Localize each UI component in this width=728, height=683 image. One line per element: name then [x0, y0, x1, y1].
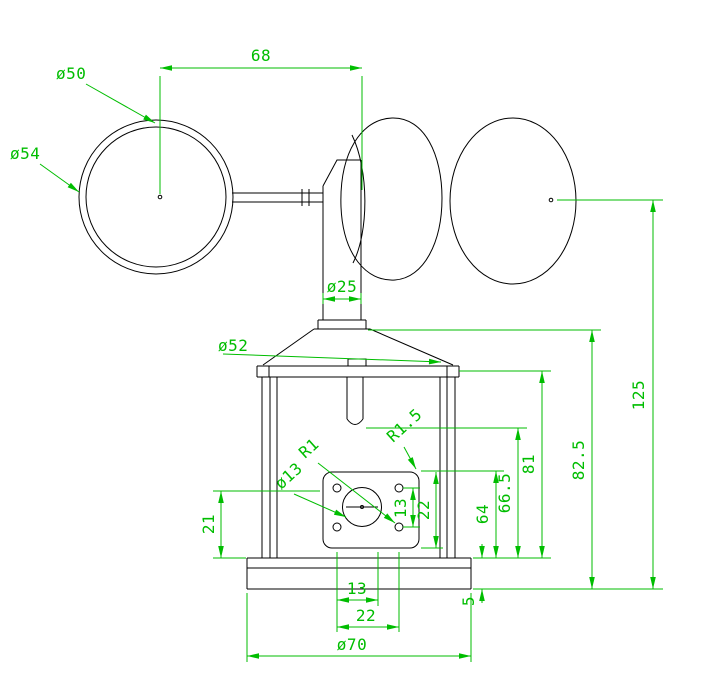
dim-corner-hole-radius-label: R1 — [295, 434, 323, 462]
dim-inner-shaft-height-label: 66.5 — [495, 473, 514, 514]
dim-upper-body-height-label: 82.5 — [569, 440, 588, 481]
corner-hole-top-left — [332, 483, 342, 493]
middle-cup-outline — [340, 117, 443, 281]
anemometer-view — [78, 117, 577, 590]
base-plate — [246, 557, 472, 590]
dim-cup-spacing: 68 — [159, 46, 363, 194]
support-arm — [232, 189, 323, 206]
dimension-annotations: 68 ø50 ø54 ø25 ø52 125 — [10, 46, 663, 662]
mounting-plate — [322, 471, 420, 549]
dim-overall-height: 125 — [473, 199, 663, 590]
corner-hole-bottom-right — [394, 522, 404, 532]
dim-base-plate-thickness: 5 — [459, 544, 485, 606]
dim-flange-diameter-label: ø52 — [218, 336, 248, 355]
right-cup-center-mark — [548, 197, 554, 203]
dim-plate-height-label: 22 — [414, 500, 433, 520]
dim-plate-top-height-label: 64 — [473, 504, 492, 524]
dim-plate-height: 22 — [414, 472, 443, 549]
dim-plate-side-offset: 21 — [199, 490, 320, 559]
corner-hole-top-right — [394, 483, 404, 493]
dim-base-diameter: ø70 — [246, 593, 472, 662]
dim-base-diameter-label: ø70 — [337, 635, 367, 654]
corner-hole-bottom-left — [332, 522, 342, 532]
left-cup-outer-circle — [78, 119, 234, 275]
middle-cup — [340, 117, 443, 281]
middle-cup-rim — [351, 134, 366, 264]
right-cup — [449, 117, 577, 285]
dim-hole-spacing-horizontal-label: 22 — [356, 606, 376, 625]
dim-housing-height-label: 81 — [519, 454, 538, 474]
dim-housing-height: 81 — [459, 370, 551, 559]
dim-center-hole-diameter-label: ø13 — [271, 459, 306, 493]
dim-cup-inner-diameter-label: ø50 — [56, 64, 86, 83]
dim-hole-spacing-vertical: 13 — [391, 487, 420, 528]
dim-plate-corner-radius-label: R1.5 — [383, 405, 426, 446]
dim-hole-spacing-vertical-label: 13 — [391, 498, 410, 518]
left-cup — [78, 119, 234, 275]
dim-hole-spacing-horizontal: 22 — [337, 552, 400, 632]
dim-shaft-diameter-label: ø25 — [327, 277, 357, 296]
dim-plate-top-height: 64 — [421, 470, 504, 558]
dim-base-plate-thickness-label: 5 — [459, 596, 478, 606]
dim-plate-corner-radius: R1.5 — [383, 405, 426, 470]
dim-hole-offset-horizontal: 13 — [336, 552, 379, 632]
flange-cone — [262, 319, 454, 366]
dim-upper-body-height: 82.5 — [368, 329, 601, 589]
dim-cup-inner-diameter: ø50 — [56, 64, 156, 124]
housing-body — [256, 358, 460, 558]
sensor-cylinder — [346, 377, 364, 425]
dim-overall-height-label: 125 — [629, 380, 648, 410]
dim-plate-side-offset-label: 21 — [199, 514, 218, 534]
housing-tab — [347, 358, 367, 366]
left-cup-center-mark — [157, 194, 163, 200]
dim-center-hole-diameter: ø13 — [271, 459, 347, 518]
dim-hole-offset-horizontal-label: 13 — [347, 579, 367, 598]
dim-corner-hole-radius: R1 — [295, 434, 396, 524]
mounting-plate-outline — [322, 471, 420, 549]
center-hole-mark — [360, 505, 364, 509]
dim-flange-diameter: ø52 — [218, 336, 442, 365]
dim-shaft-diameter: ø25 — [322, 277, 362, 304]
dim-inner-shaft-height: 66.5 — [366, 427, 527, 558]
dim-cup-spacing-label: 68 — [251, 46, 271, 65]
right-cup-outline — [449, 117, 577, 285]
center-hole — [342, 487, 382, 527]
left-cup-inner-circle — [85, 126, 227, 268]
dim-cup-outer-diameter-label: ø54 — [10, 144, 40, 163]
dim-cup-outer-diameter: ø54 — [10, 144, 80, 193]
